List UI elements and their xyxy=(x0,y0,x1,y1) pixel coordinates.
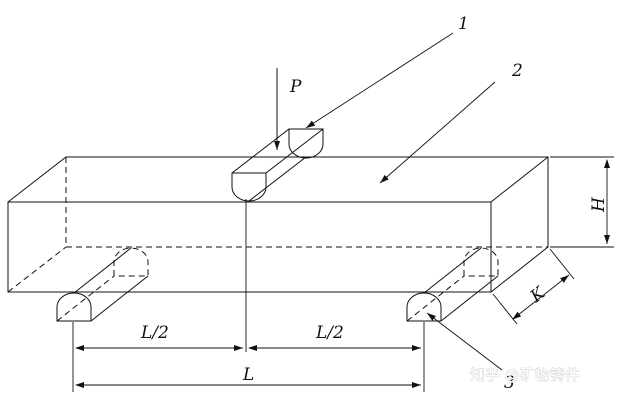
support-roller-left xyxy=(56,247,149,322)
specimen-beam xyxy=(7,156,549,293)
height-dimension xyxy=(550,156,614,248)
width-label: K xyxy=(526,283,550,308)
beam-hidden-depth-edge xyxy=(7,246,67,293)
part2-label: 2 xyxy=(511,61,523,81)
span-label: L xyxy=(242,365,254,385)
beam-back-edges xyxy=(7,156,549,293)
watermark-text: 知乎 @矿物铸件 xyxy=(470,366,580,384)
load-label: P xyxy=(289,77,302,97)
support-roller-right xyxy=(406,247,499,322)
part2-leader xyxy=(379,81,496,184)
span-dimensions xyxy=(72,322,425,392)
half-span-right-label: L/2 xyxy=(315,323,344,343)
part3-leader xyxy=(426,312,503,371)
beam-top-right-edge xyxy=(490,156,549,203)
height-label: H xyxy=(589,196,609,213)
part3-label: 3 xyxy=(504,373,515,393)
part1-label: 1 xyxy=(458,14,469,34)
half-span-left-label: L/2 xyxy=(140,323,169,343)
width-dimension xyxy=(492,248,575,325)
loading-roller xyxy=(231,128,324,202)
part1-leader xyxy=(305,32,454,129)
